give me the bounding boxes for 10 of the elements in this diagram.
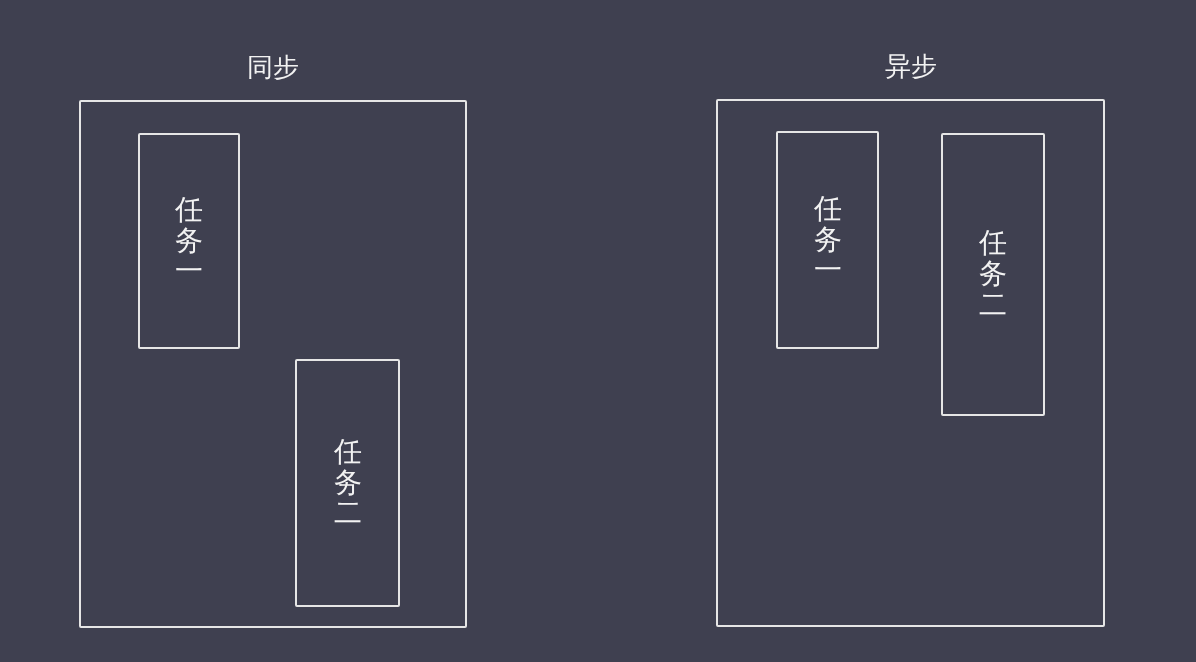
task-box [138,133,240,349]
task-box [776,131,879,349]
task-label: 任务一 [175,194,203,288]
task-label: 任务二 [333,436,362,530]
task-box [941,133,1045,416]
section-heading: 异步 [884,51,937,83]
task-label: 任务二 [979,228,1007,321]
section-heading: 同步 [247,52,299,84]
task-box [295,359,400,607]
task-label: 任务一 [813,193,842,287]
